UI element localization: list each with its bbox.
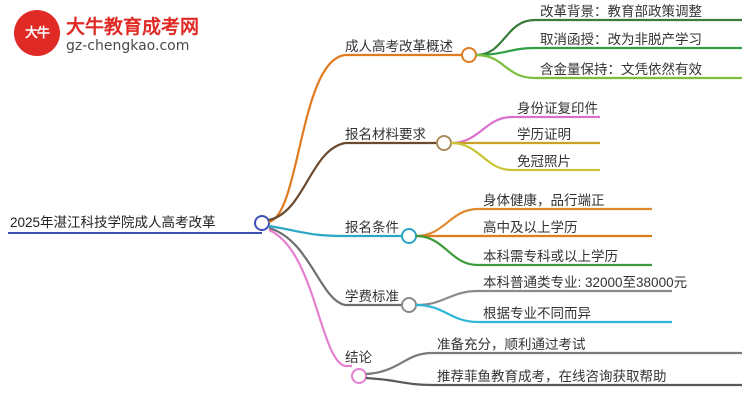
leaf-label-5-2: 推荐菲鱼教育成考，在线咨询获取帮助 <box>437 369 667 384</box>
leaf-label-3-3: 本科需专科或以上学历 <box>483 249 618 264</box>
logo-mark: 大牛 <box>14 10 60 56</box>
branch-label-2: 报名材料要求 <box>345 127 426 142</box>
leaf-label-2-3: 免冠照片 <box>517 154 571 169</box>
leaf-label-4-1: 本科普通类专业: 32000至38000元 <box>483 275 688 290</box>
branch-node-dot <box>351 368 367 384</box>
root-node-dot <box>254 215 270 231</box>
leaf-label-4-2: 根据专业不同而异 <box>483 306 591 321</box>
leaf-label-1-3: 含金量保持：文凭依然有效 <box>540 62 702 77</box>
site-logo: 大牛 大牛教育成考网 gz-chengkao.com <box>14 8 214 60</box>
mindmap-root-label: 2025年湛江科技学院成人高考改革 <box>10 215 216 230</box>
branch-label-4: 学费标准 <box>345 289 399 304</box>
branch-node-dot <box>401 228 417 244</box>
leaf-label-1-2: 取消函授：改为非脱产学习 <box>540 32 702 47</box>
leaf-label-1-1: 改革背景：教育部政策调整 <box>540 4 702 19</box>
branch-node-dot <box>401 297 417 313</box>
leaf-label-3-1: 身体健康，品行端正 <box>483 193 605 208</box>
leaf-label-3-2: 高中及以上学历 <box>483 220 578 235</box>
branch-node-dot <box>461 47 477 63</box>
branch-label-1: 成人高考改革概述 <box>345 39 453 54</box>
leaf-label-2-1: 身份证复印件 <box>517 101 598 116</box>
branch-node-dot <box>436 135 452 151</box>
leaf-label-5-1: 准备充分，顺利通过考试 <box>437 337 586 352</box>
branch-label-3: 报名条件 <box>345 220 399 235</box>
leaf-label-2-2: 学历证明 <box>517 127 571 142</box>
logo-subtitle: gz-chengkao.com <box>66 38 190 54</box>
logo-title: 大牛教育成考网 <box>66 17 200 38</box>
branch-label-5: 结论 <box>345 350 372 365</box>
